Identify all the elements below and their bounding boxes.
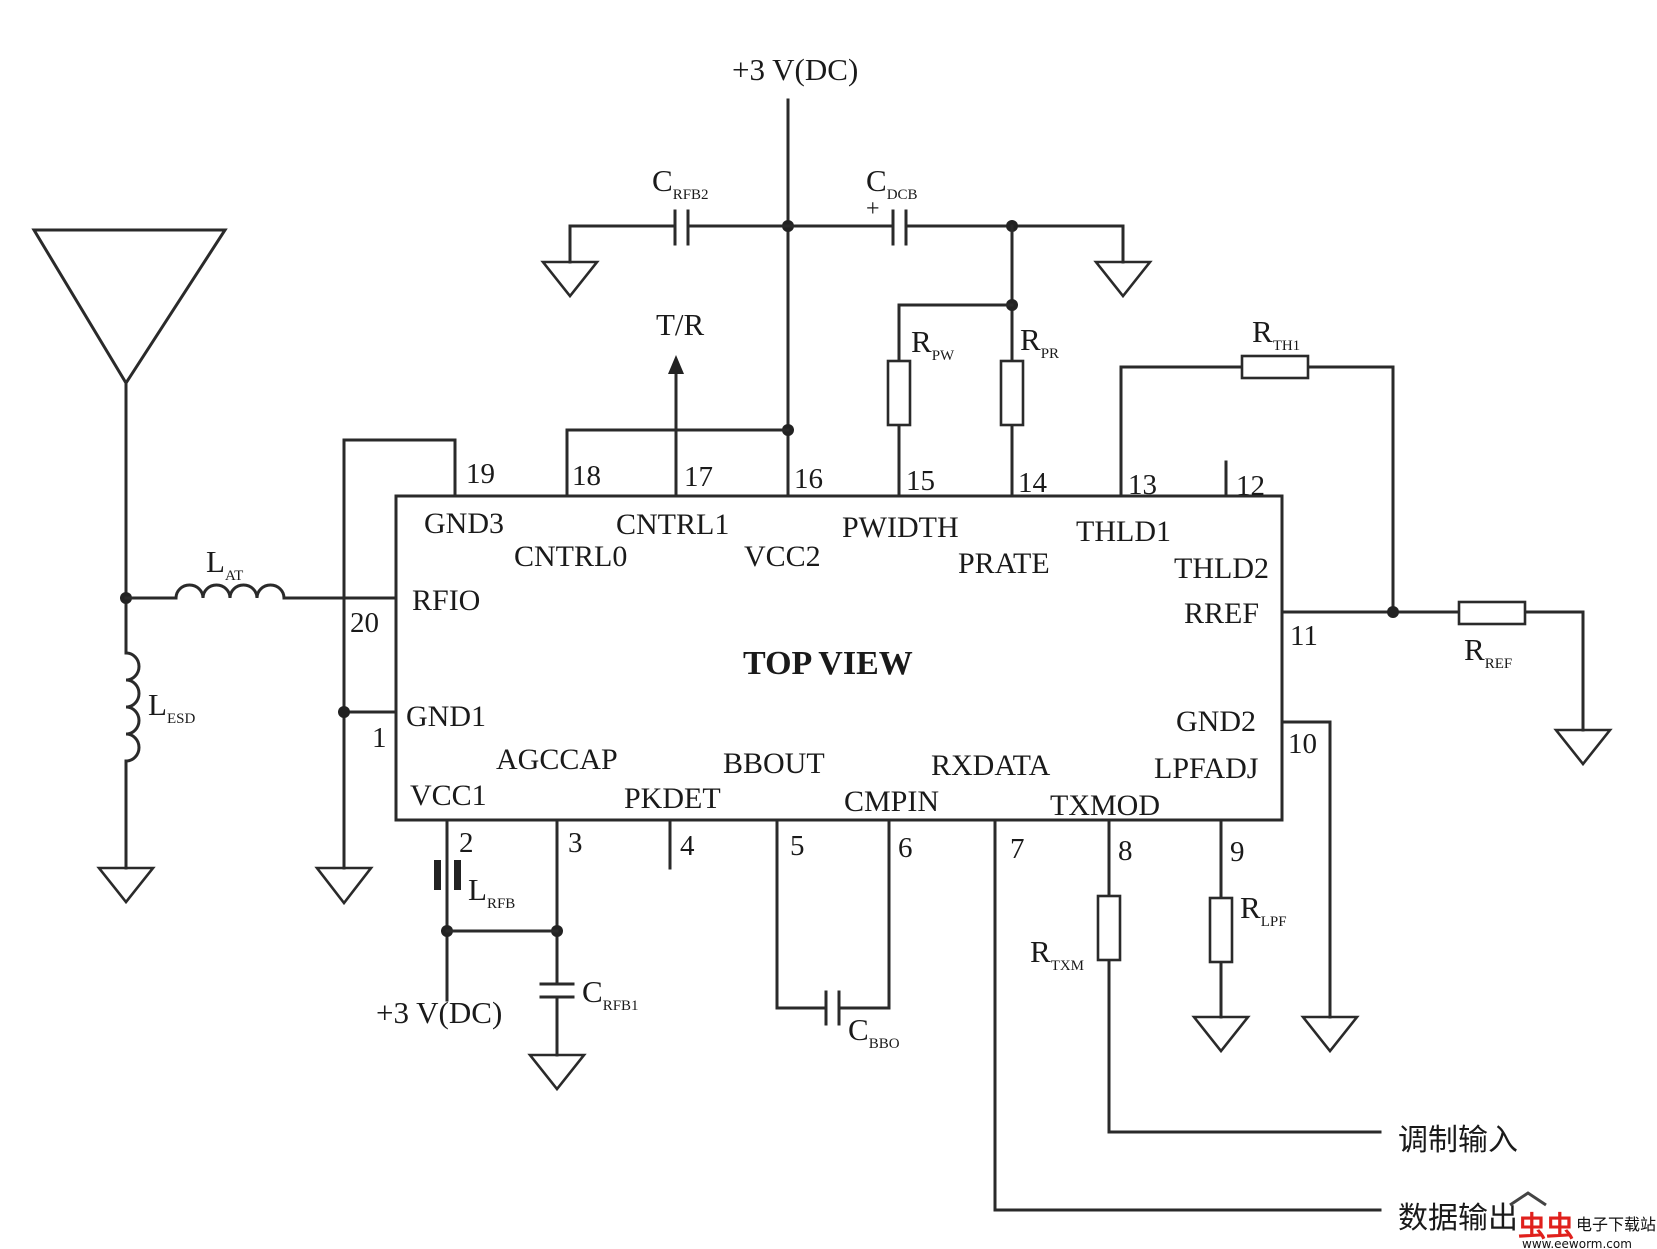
ground-icon [1553, 728, 1613, 767]
pin-number: 19 [466, 458, 495, 490]
gnd2-wire [1280, 720, 1332, 1019]
mod-input-label: 调制输入 [1398, 1123, 1518, 1158]
antenna-icon [31, 228, 228, 386]
lrfb-bead [434, 860, 441, 890]
chip-title: TOP VIEW [743, 645, 913, 682]
pin-number: 4 [680, 830, 695, 862]
crfb2-label: CRFB2 [652, 163, 709, 203]
tr-label: T/R [656, 307, 705, 342]
rpr-resistor [999, 359, 1025, 427]
sig-rxdata: RXDATA [931, 749, 1051, 782]
rpr-label: RPR [1020, 322, 1059, 362]
sig-cntrl0: CNTRL0 [514, 540, 627, 573]
rpw-label: RPW [911, 324, 955, 364]
rref-label: RREF [1464, 632, 1512, 672]
ground-icon [540, 260, 600, 299]
pin-number: 12 [1236, 470, 1265, 502]
rlpf-label: RLPF [1240, 890, 1287, 930]
rtxm-resistor [1096, 894, 1122, 962]
pin-number: 6 [898, 832, 913, 864]
bbout-wire [775, 818, 828, 1010]
data-output-label: 数据输出 [1398, 1201, 1518, 1236]
sig-vcc2: VCC2 [744, 540, 821, 573]
pin-number: 14 [1018, 467, 1048, 499]
pin-number: 17 [684, 461, 713, 493]
pin-number: 13 [1128, 469, 1157, 501]
arrow-up-icon [668, 355, 684, 374]
watermark: 虫虫 电子下载站 www.eeworm.com [1509, 1191, 1656, 1249]
ground-icon [1191, 1015, 1251, 1054]
pin-number: 1 [372, 722, 387, 754]
pin-number: 5 [790, 830, 805, 862]
sig-gnd3: GND3 [424, 507, 504, 540]
ground-icon [1093, 260, 1153, 299]
sig-pwidth: PWIDTH [842, 511, 959, 544]
gnd3-wire [342, 438, 457, 870]
lat-inductor [174, 583, 286, 600]
lesd-label: LESD [148, 687, 195, 727]
watermark-text: 电子下载站 [1576, 1215, 1656, 1234]
cmpin-wire [837, 818, 891, 1010]
supply-bottom-label: +3 V(DC) [376, 995, 502, 1030]
ground-icon [527, 1053, 587, 1092]
crfb1-label: CRFB1 [582, 974, 639, 1014]
ground-icon [96, 866, 156, 905]
sig-vcc1: VCC1 [410, 779, 487, 812]
sig-cntrl1: CNTRL1 [616, 508, 729, 541]
sig-rfio: RFIO [412, 584, 480, 617]
sig-lpfadj: LPFADJ [1154, 752, 1259, 785]
pin-number: 7 [1010, 833, 1025, 865]
sig-pkdet: PKDET [624, 782, 721, 815]
pin-number: 10 [1288, 728, 1317, 760]
pin-number: 3 [568, 827, 583, 859]
pin-number: 11 [1290, 620, 1318, 652]
cbbo-label: CBBO [848, 1012, 900, 1052]
rth1-label: RTH1 [1252, 314, 1300, 354]
cap-icon [1509, 1191, 1547, 1207]
sig-gnd2: GND2 [1176, 705, 1256, 738]
sig-prate: PRATE [958, 547, 1050, 580]
rxdata-wire [993, 818, 1382, 1212]
watermark-logo: 虫虫 [1518, 1210, 1574, 1243]
sig-thld1: THLD1 [1076, 515, 1171, 548]
cdcb-polarity-label: + [866, 196, 880, 222]
sig-bbout: BBOUT [723, 747, 825, 780]
ground-icon [314, 866, 374, 906]
txmod-wire [1107, 818, 1382, 1134]
lesd-inductor [124, 651, 141, 763]
supply-top-label: +3 V(DC) [732, 52, 858, 87]
ic-body [394, 494, 1284, 822]
pin-number: 18 [572, 460, 601, 492]
watermark-url: www.eeworm.com [1522, 1237, 1632, 1249]
lat-label: LAT [206, 544, 243, 584]
lrfb-label: LRFB [468, 872, 515, 912]
pin-number: 8 [1118, 835, 1133, 867]
sig-gnd1: GND1 [406, 700, 486, 733]
rtxm-label: RTXM [1030, 934, 1084, 974]
sig-thld2: THLD2 [1174, 552, 1269, 585]
sig-txmod: TXMOD [1050, 789, 1160, 822]
pin-number: 2 [459, 827, 474, 859]
ground-icon [1300, 1015, 1360, 1054]
rlpf-resistor [1208, 896, 1234, 964]
rref-resistor [1457, 600, 1527, 626]
pin-number: 9 [1230, 836, 1245, 868]
sig-cmpin: CMPIN [844, 785, 939, 818]
pin-number: 15 [906, 465, 935, 497]
rpw-resistor [886, 359, 912, 427]
rth1-resistor [1240, 354, 1310, 380]
pin-number: 20 [350, 607, 379, 639]
pin-number: 16 [794, 463, 823, 495]
cntrl0-wire [565, 428, 790, 498]
sig-agccap: AGCCAP [496, 743, 618, 776]
sig-rref: RREF [1184, 597, 1259, 630]
cdcb-label: CDCB [866, 163, 918, 203]
